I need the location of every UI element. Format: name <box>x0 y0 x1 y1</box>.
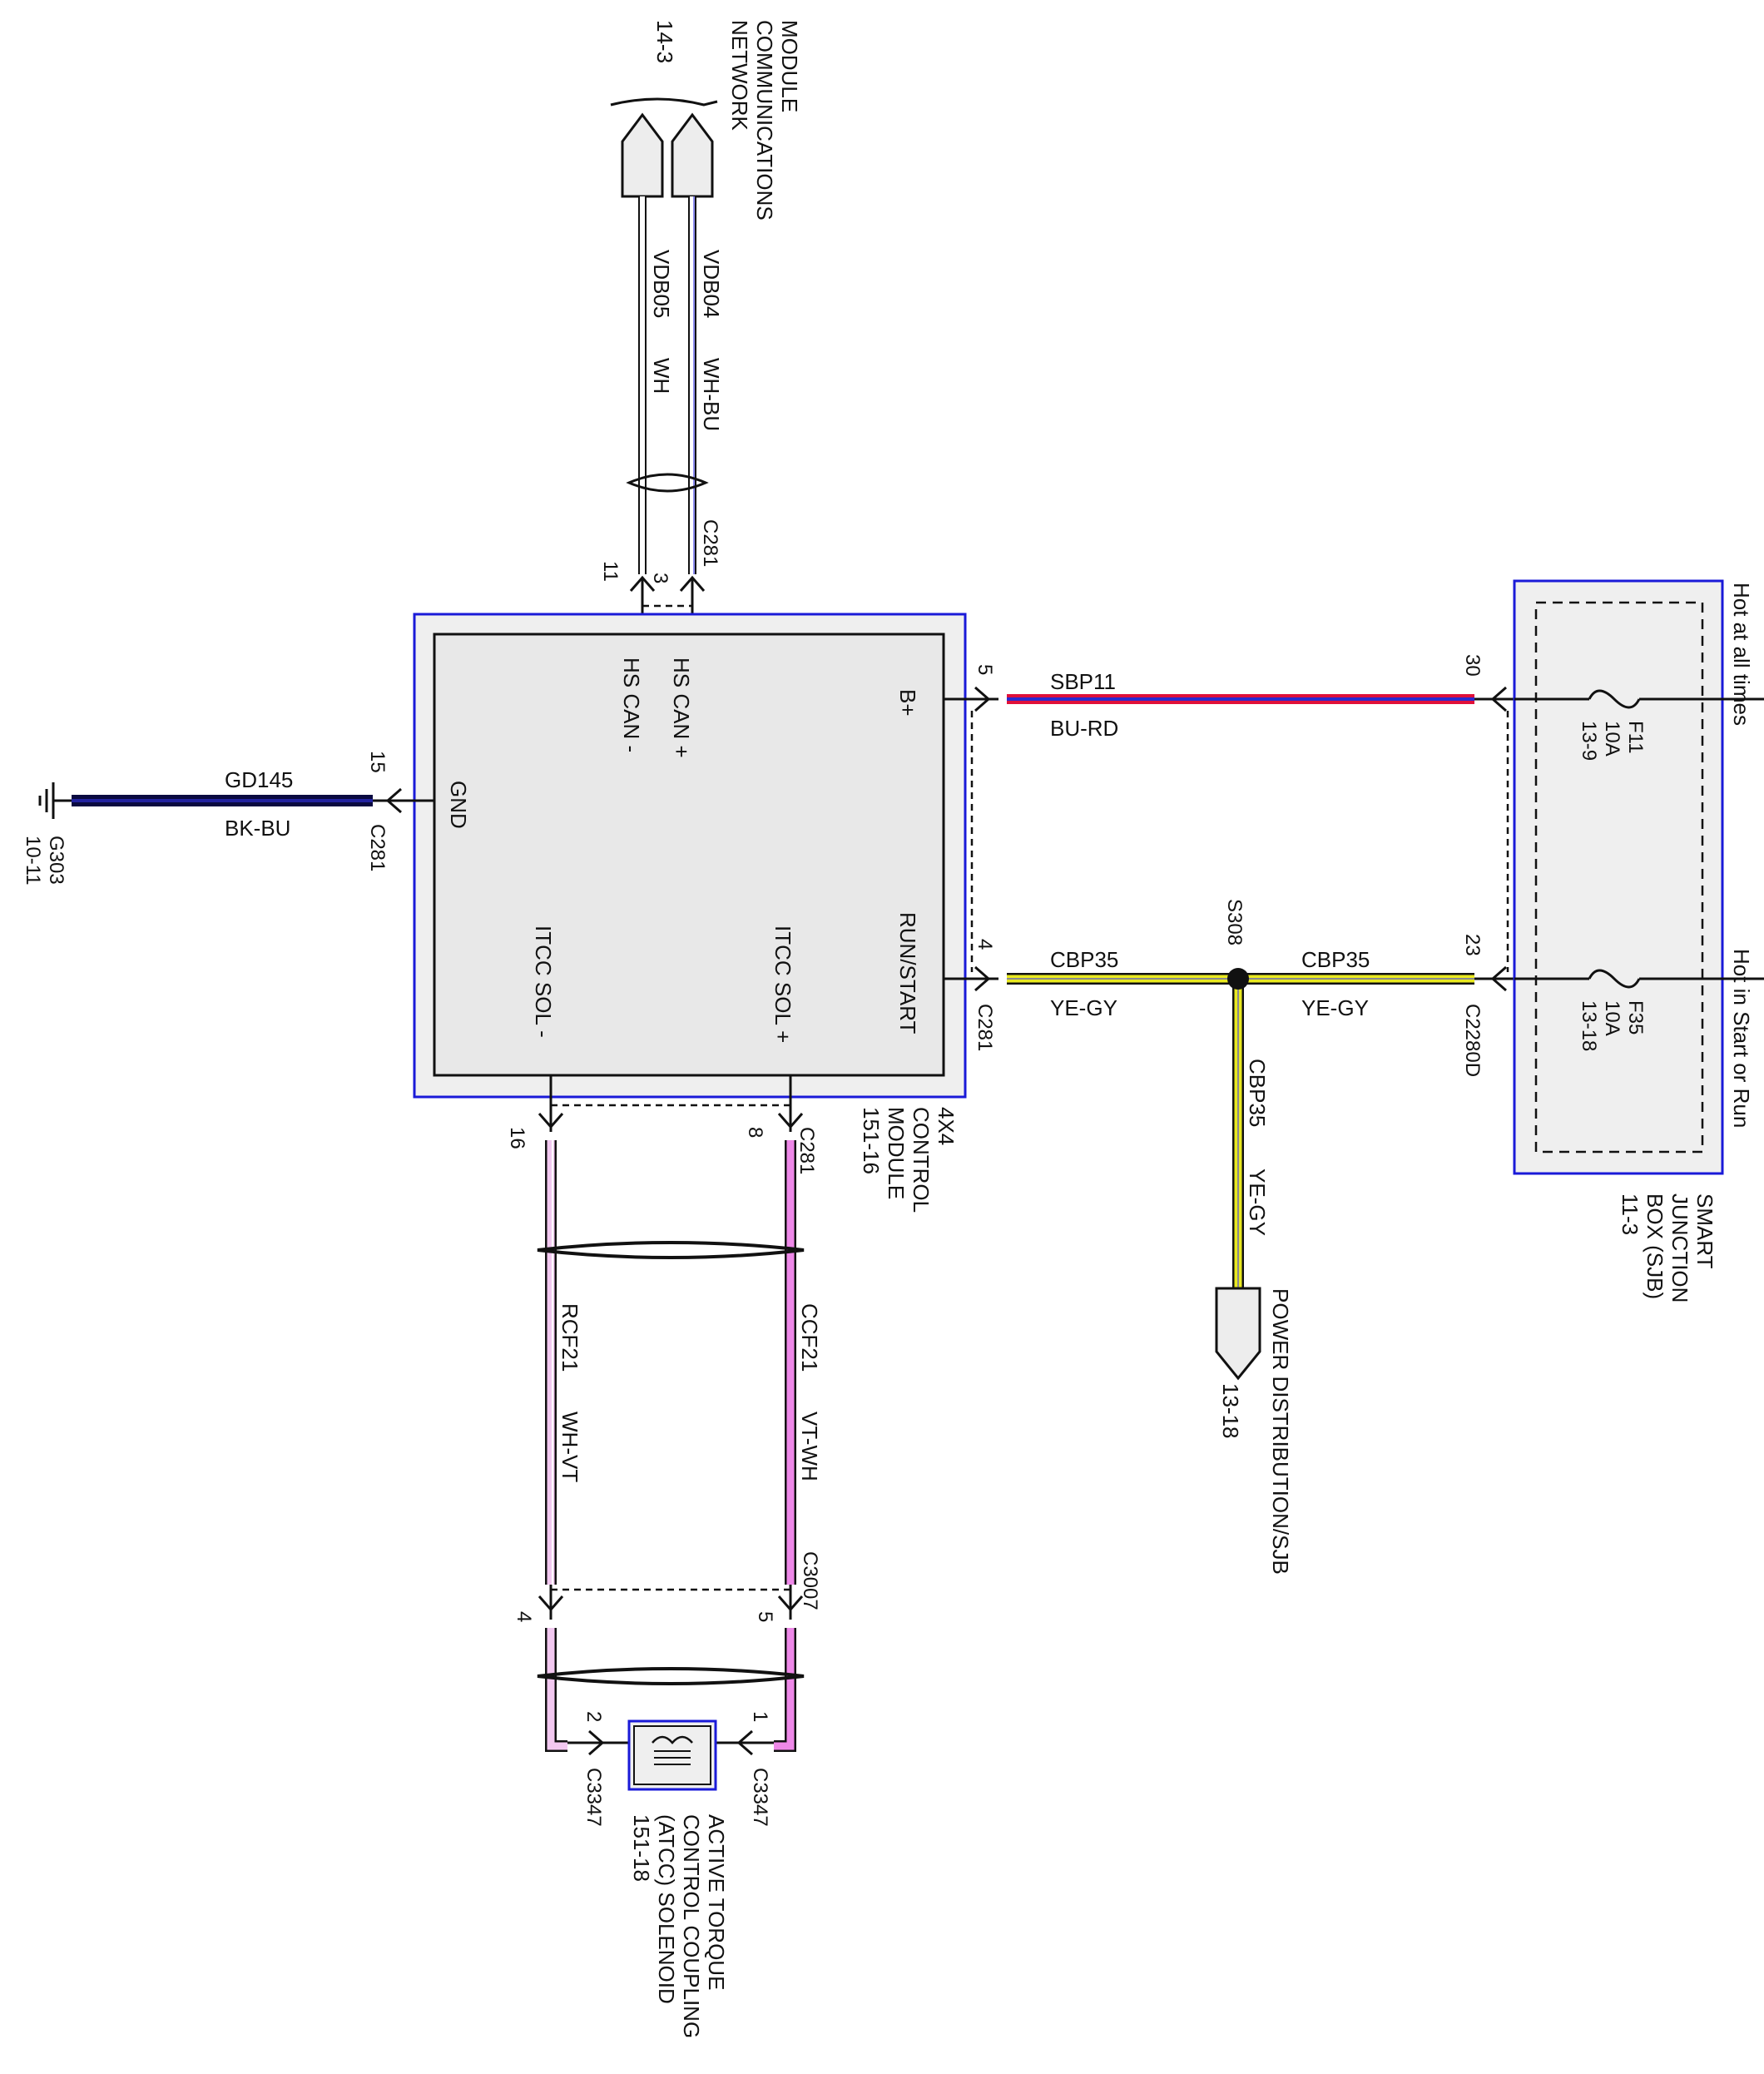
hs-can-minus-label: HS CAN - <box>619 657 644 752</box>
fuse-f35-ref: 13-18 <box>1578 1000 1600 1051</box>
b-plus-label: B+ <box>895 689 920 717</box>
run-start-label: RUN/START <box>895 912 920 1034</box>
cbp35-branch-color: YE-GY <box>1245 1168 1270 1236</box>
ground-color-label: BK-BU <box>225 816 290 841</box>
control-module-title-line4: 151-16 <box>859 1107 884 1174</box>
b-plus-pin: 5 <box>974 664 996 675</box>
sbp11-color-label: BU-RD <box>1050 716 1118 741</box>
ground-icon <box>38 782 72 819</box>
gnd-label: GND <box>446 781 471 829</box>
atcc-title-line1: ACTIVE TORQUE <box>704 1814 729 1990</box>
atcc-title-line4: 151-18 <box>629 1814 654 1882</box>
atcc-title-line3: (ATCC) SOLENOID <box>654 1814 679 2004</box>
sjb-pin-23: 23 <box>1461 934 1484 956</box>
hs-can-plus-label: HS CAN + <box>669 657 694 758</box>
inline-connector-label: C3007 <box>799 1551 821 1610</box>
ground-connector-label: C281 <box>366 824 389 871</box>
itcc-sol-plus-label: ITCC SOL + <box>771 925 795 1043</box>
can-plus-color: WH-BU <box>699 358 724 431</box>
can-pin-plus: 3 <box>649 573 671 583</box>
sjb-title-line1: SMART <box>1692 1193 1717 1269</box>
cbp35-right-color: YE-GY <box>1301 995 1369 1020</box>
sjb-title-line3: BOX (SJB) <box>1643 1193 1667 1299</box>
sol-minus-module-pin: 16 <box>506 1127 528 1149</box>
run-start-pin: 4 <box>974 939 996 950</box>
sjb-pin-30: 30 <box>1461 654 1484 677</box>
hot-at-all-times: Hot at all times <box>1729 583 1754 726</box>
sjb-title-line4: 11-3 <box>1618 1193 1643 1235</box>
sol-plus-module-connector: C281 <box>795 1127 818 1174</box>
can-connector-label: C281 <box>699 519 721 567</box>
ground-circuit: GD145 BK-BU 15 C281 G303 10-11 <box>22 751 434 886</box>
cbp35-right-circuit: CBP35 <box>1301 947 1370 972</box>
inline-pin-minus: 4 <box>513 1611 535 1622</box>
cbp35-circuit: CBP35 YE-GY CBP35 YE-GY S308 4 C281 23 C… <box>944 899 1514 1288</box>
network-title-line3: NETWORK <box>727 20 752 131</box>
fuse-f11-ref: 13-9 <box>1578 721 1600 761</box>
fuse-f35-name: F35 <box>1624 1000 1647 1035</box>
splice-label: S308 <box>1223 899 1246 945</box>
ccf21-circuit: CCF21 <box>797 1303 822 1372</box>
can-minus-circuit: VDB05 <box>649 250 674 318</box>
twisted-pair-icon-upper <box>537 1241 805 1259</box>
ccf21-color: VT-WH <box>797 1412 822 1481</box>
can-wires: VDB04 WH-BU VDB05 WH C281 3 11 <box>599 196 724 616</box>
module-communications-network: MODULE COMMUNICATIONS NETWORK 14-3 <box>610 20 802 221</box>
cbp35-left-color: YE-GY <box>1050 995 1117 1020</box>
itcc-sol-minus-label: ITCC SOL - <box>531 925 556 1038</box>
solenoid-connector-left: C3347 <box>582 1768 605 1827</box>
network-title-line2: COMMUNICATIONS <box>752 20 777 221</box>
sjb-title-line2: JUNCTION <box>1667 1193 1692 1302</box>
sol-plus-module-pin: 8 <box>744 1127 766 1138</box>
network-title-line1: MODULE <box>777 20 802 112</box>
power-distribution-ref: 13-18 <box>1218 1383 1243 1439</box>
cbp35-left-circuit: CBP35 <box>1050 947 1118 972</box>
sbp11-circuit-label: SBP11 <box>1050 669 1116 694</box>
power-distribution: POWER DISTRIBUTION/SJB 13-18 <box>1215 1287 1293 1575</box>
hot-in-start-or-run: Hot in Start or Run <box>1729 949 1754 1128</box>
fuse-f11-icon <box>1588 689 1641 709</box>
power-distribution-title: POWER DISTRIBUTION/SJB <box>1268 1288 1293 1575</box>
control-module-title-line3: MODULE <box>884 1107 909 1199</box>
ground-ref: 10-11 <box>22 836 44 886</box>
can-minus-connector-icon <box>621 112 664 198</box>
solenoid-coil-icon <box>652 1735 693 1765</box>
sbp11-circuit: SBP11 BU-RD 5 30 <box>944 654 1514 741</box>
ground-name: G303 <box>45 836 67 885</box>
smart-junction-box: F11 10A 13-9 F35 10A 13-18 Hot at all ti… <box>1513 579 1764 1302</box>
solenoid-connector-right: C3347 <box>749 1768 771 1827</box>
atcc-solenoid: ACTIVE TORQUE CONTROL COUPLING (ATCC) SO… <box>627 1719 729 2038</box>
network-ref: 14-3 <box>652 20 677 63</box>
can-minus-color: WH <box>649 358 674 394</box>
splice-s308-icon <box>1227 968 1249 990</box>
inline-pin-plus: 5 <box>754 1611 776 1622</box>
solenoid-pin-2: 2 <box>582 1711 605 1722</box>
solenoid-pin-1: 1 <box>749 1711 771 1722</box>
solenoid-wires: CCF21 VT-WH RCF21 WH-VT C281 8 16 C3007 … <box>506 1075 822 1827</box>
atcc-title-line2: CONTROL COUPLING <box>679 1814 704 2038</box>
control-module-title-line2: CONTROL <box>909 1107 934 1213</box>
ground-circuit-label: GD145 <box>225 767 293 792</box>
twisted-pair-icon-lower <box>537 1667 805 1685</box>
sjb-connector-label: C2280D <box>1461 1004 1484 1077</box>
rcf21-circuit: RCF21 <box>557 1303 582 1372</box>
control-module: HS CAN + HS CAN - B+ RUN/START GND ITCC … <box>413 613 967 1213</box>
cbp35-branch-circuit: CBP35 <box>1245 1059 1270 1127</box>
ground-pin: 15 <box>366 751 389 773</box>
can-plus-circuit: VDB04 <box>699 250 724 318</box>
run-start-connector: C281 <box>974 1004 996 1051</box>
fuse-f11-rating: 10A <box>1601 721 1623 757</box>
fuse-f11-name: F11 <box>1624 721 1647 754</box>
can-plus-connector-icon <box>671 112 714 198</box>
can-pin-minus: 11 <box>599 561 622 582</box>
control-module-title-line1: 4X4 <box>934 1107 959 1145</box>
fuse-f35-rating: 10A <box>1601 1000 1623 1036</box>
twisted-pair-icon <box>626 473 709 493</box>
power-distribution-connector-icon <box>1215 1287 1261 1381</box>
fuse-f35-icon <box>1588 969 1641 989</box>
rcf21-color: WH-VT <box>557 1412 582 1482</box>
